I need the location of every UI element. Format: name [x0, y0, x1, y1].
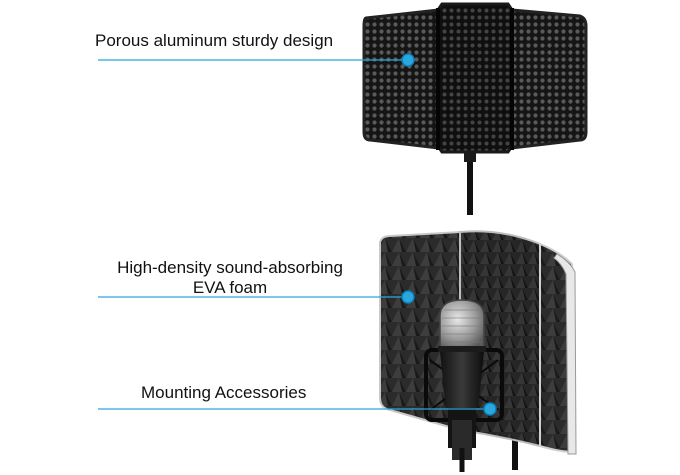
callout-dots: [401, 53, 497, 416]
condenser-microphone: [424, 299, 504, 472]
callout-label-foam-line1: High-density sound-absorbing: [117, 258, 343, 277]
mic-body: [440, 352, 484, 408]
foam-reflection-shield: [379, 230, 577, 470]
metal-reflection-shield: [362, 2, 588, 215]
shield-center-panel: [436, 2, 514, 154]
callout-dot-icon: [401, 290, 415, 304]
shield-left-panel: [362, 8, 440, 150]
shield-right-panel: [510, 8, 588, 150]
callout-label-foam: High-density sound-absorbing EVA foam: [95, 258, 365, 298]
callout-dot-icon: [401, 53, 415, 67]
callout-label-mounting: Mounting Accessories: [141, 383, 307, 402]
callout-label-aluminum: Porous aluminum sturdy design: [95, 31, 334, 50]
shield-metal-edge: [553, 253, 577, 455]
mic-grille: [439, 299, 485, 349]
callout-lines: [98, 59, 490, 410]
callout-label-foam-line2: EVA foam: [192, 278, 268, 297]
callout-dot-icon: [483, 402, 497, 416]
